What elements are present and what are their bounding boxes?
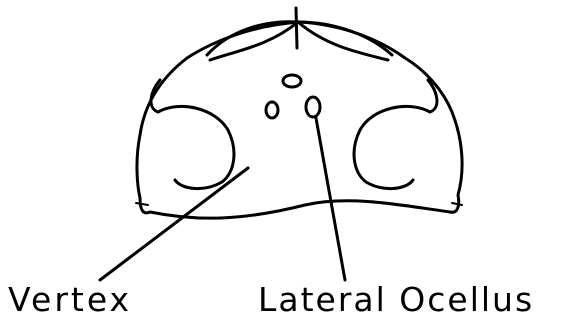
lateral-ocellus-right (306, 97, 320, 117)
head-outer-outline (137, 22, 462, 218)
antennal-ridge-left (207, 22, 298, 55)
median-ocellus (283, 75, 301, 87)
compound-eye-left (151, 80, 234, 189)
lateral-ocellus-label: Lateral Ocellus (258, 283, 534, 316)
side-notch-right (452, 203, 462, 205)
vertex-label: Vertex (8, 283, 132, 316)
vertex-leader-line (100, 168, 248, 280)
lateral-ocellus-left (266, 102, 278, 118)
median-ridge (296, 8, 297, 48)
compound-eye-right (354, 80, 437, 189)
lateral-ocellus-leader-line (316, 118, 345, 280)
side-notch-left (136, 203, 148, 205)
antennal-ridge-right (298, 22, 392, 55)
